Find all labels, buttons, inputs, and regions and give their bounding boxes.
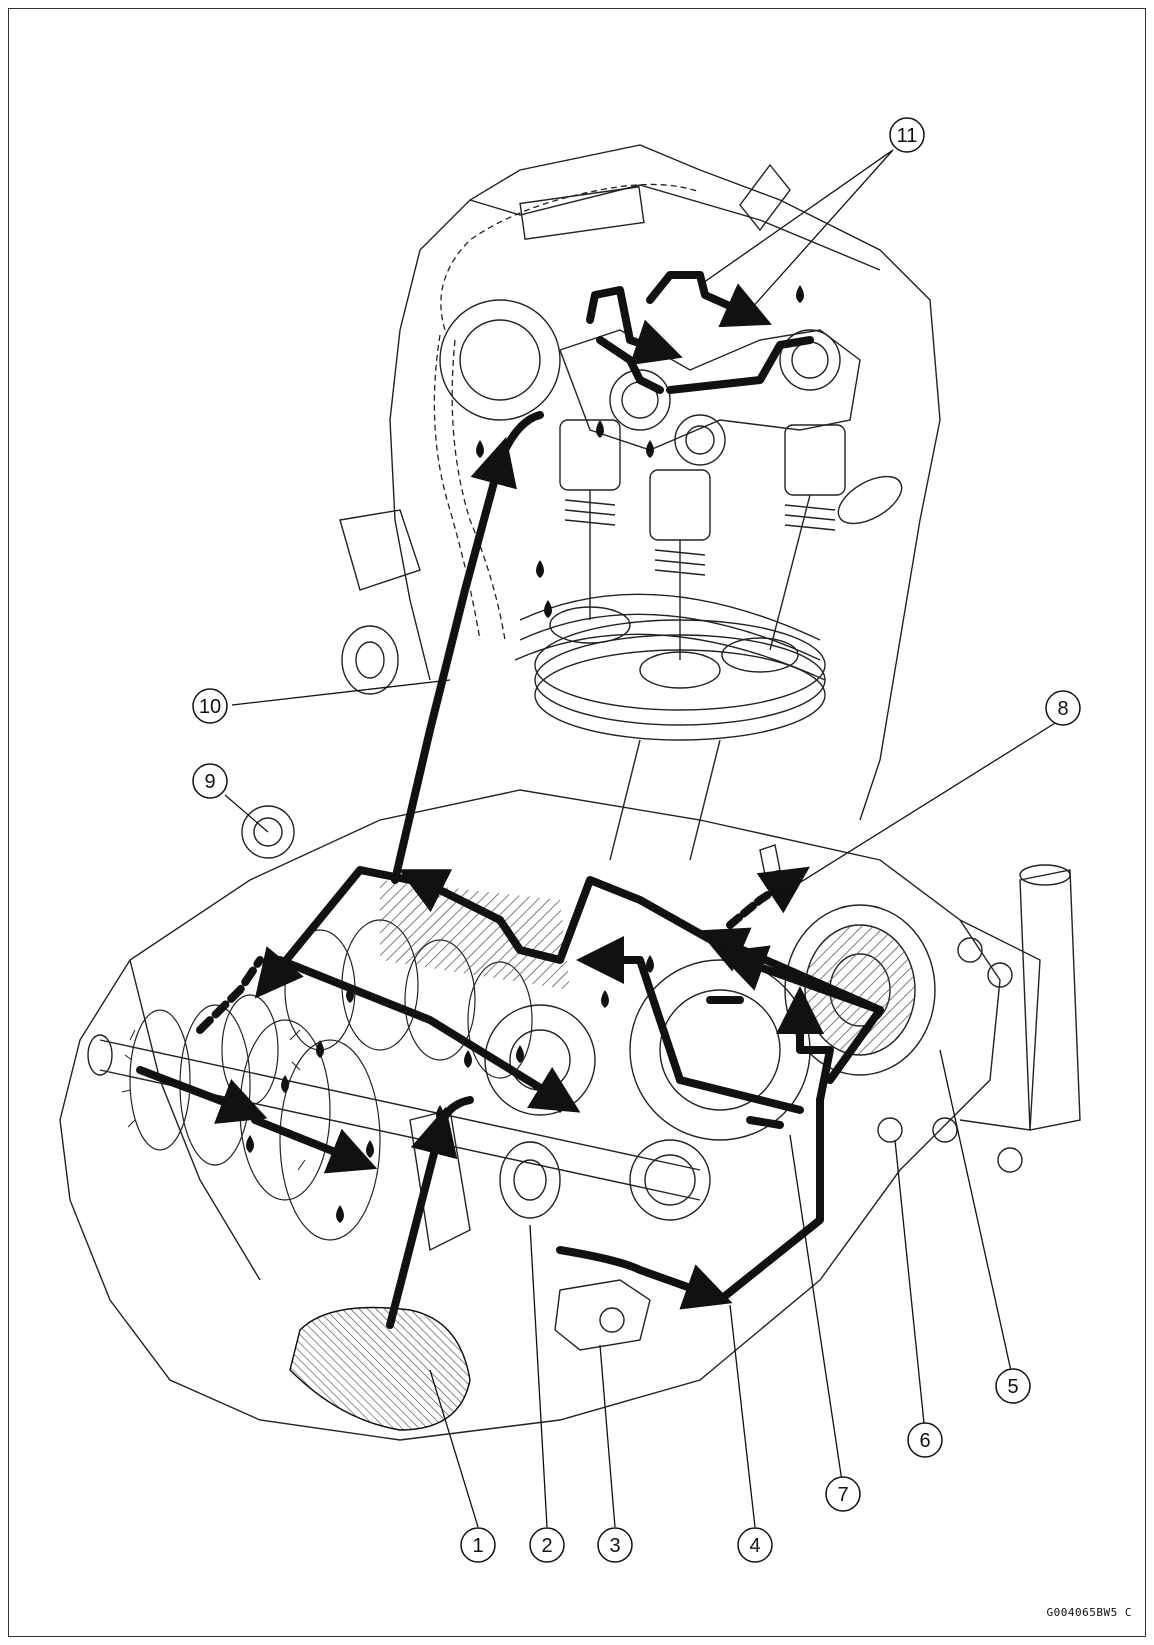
callout-4: 4 <box>737 1527 773 1563</box>
callout-9-label: 9 <box>204 771 215 793</box>
callout-6: 6 <box>907 1422 943 1458</box>
callout-10-label: 10 <box>199 696 221 718</box>
callout-5: 5 <box>995 1368 1031 1404</box>
page-frame <box>8 8 1146 1637</box>
callout-6-label: 6 <box>919 1430 930 1452</box>
callout-11: 11 <box>889 117 925 153</box>
oil-flow-paths <box>136 271 884 1329</box>
callout-4-label: 4 <box>749 1535 760 1557</box>
oil-drops <box>246 285 804 1223</box>
callout-5-label: 5 <box>1007 1376 1018 1398</box>
figure-code: G004065BW5 C <box>1046 1606 1132 1619</box>
callout-1: 1 <box>460 1527 496 1563</box>
callout-9: 9 <box>192 763 228 799</box>
oil-screen-hatch <box>289 1306 471 1431</box>
callout-2-label: 2 <box>541 1535 552 1557</box>
callout-7-label: 7 <box>837 1484 848 1506</box>
callout-7: 7 <box>825 1476 861 1512</box>
callout-8: 8 <box>1045 690 1081 726</box>
callout-10: 10 <box>192 688 228 724</box>
callout-8-label: 8 <box>1057 698 1068 720</box>
cam-chain <box>433 183 701 641</box>
callout-2: 2 <box>529 1527 565 1563</box>
callout-3-label: 3 <box>609 1535 620 1557</box>
callout-3: 3 <box>597 1527 633 1563</box>
callout-1-label: 1 <box>472 1535 483 1557</box>
callout-leaders <box>224 149 1061 1528</box>
callout-11-label: 11 <box>897 125 918 147</box>
engine-outline <box>59 144 1081 1441</box>
